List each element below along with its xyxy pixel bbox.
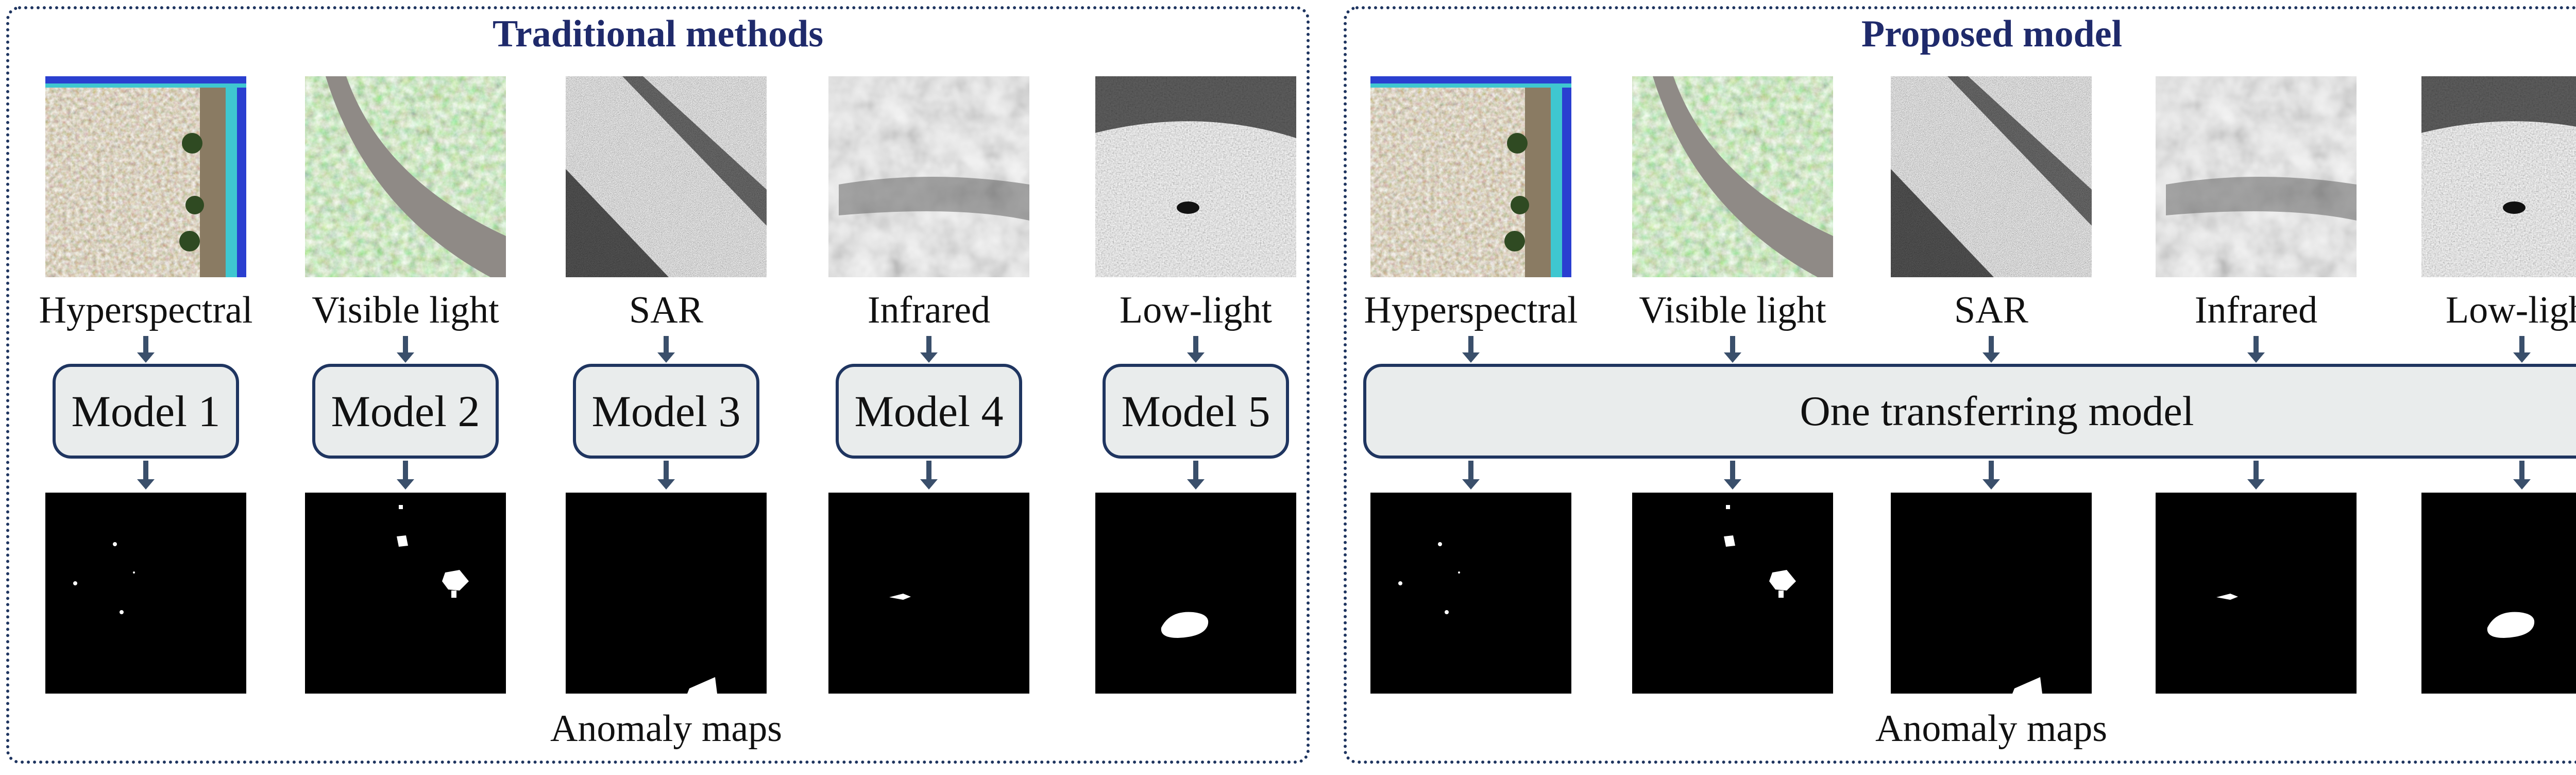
label-hyperspectral: Hyperspectral (1364, 289, 1578, 331)
traditional-methods-panel (6, 6, 1310, 764)
arrow-down (1982, 336, 2000, 363)
anomaly-map-hyperspectral (1370, 493, 1571, 694)
one-transferring-model-box: One transferring model (1363, 364, 2576, 459)
label-visible-light: Visible light (312, 289, 499, 331)
label-infrared: Infrared (867, 289, 991, 331)
label-sar: SAR (629, 289, 703, 331)
visible-light-image (305, 76, 506, 277)
anomaly-map-infrared (2156, 493, 2357, 694)
arrow-down (1462, 461, 1480, 490)
arrow-down (920, 336, 938, 363)
panel-title-proposed: Proposed model (1861, 13, 2123, 55)
infrared-image (2156, 76, 2357, 277)
label-low-light: Low-light (1120, 289, 1272, 331)
low-light-image (2421, 76, 2576, 277)
panel-title-traditional: Traditional methods (492, 13, 824, 55)
visible-light-image (1632, 76, 1833, 277)
anomaly-map-infrared (828, 493, 1029, 694)
arrow-down (137, 336, 155, 363)
anomaly-map-visible-light (1632, 493, 1833, 694)
anomaly-map-sar (566, 493, 767, 694)
label-visible-light: Visible light (1639, 289, 1826, 331)
model-5-box: Model 5 (1103, 364, 1289, 459)
arrow-down (1982, 461, 2000, 490)
anomaly-map-hyperspectral (45, 493, 246, 694)
arrow-down (2513, 461, 2531, 490)
label-infrared: Infrared (2194, 289, 2318, 331)
arrow-down (1462, 336, 1480, 363)
model-2-box: Model 2 (312, 364, 499, 459)
model-4-box: Model 4 (836, 364, 1022, 459)
anomaly-map-sar (1891, 493, 2092, 694)
arrow-down (2247, 461, 2265, 490)
caption-anomaly-maps-left: Anomaly maps (550, 707, 783, 750)
arrow-down (657, 336, 675, 363)
anomaly-map-visible-light (305, 493, 506, 694)
label-hyperspectral: Hyperspectral (39, 289, 253, 331)
anomaly-map-low-light (1095, 493, 1296, 694)
arrow-down (657, 461, 675, 490)
model-3-box: Model 3 (573, 364, 759, 459)
arrow-down (1724, 461, 1741, 490)
label-sar: SAR (1954, 289, 2028, 331)
arrow-down (1187, 461, 1205, 490)
sar-image (1891, 76, 2092, 277)
label-low-light: Low-light (2446, 289, 2576, 331)
infrared-image (828, 76, 1029, 277)
sar-image (566, 76, 767, 277)
hyperspectral-image (45, 76, 246, 277)
arrow-down (397, 461, 414, 490)
low-light-image (1095, 76, 1296, 277)
anomaly-map-low-light (2421, 493, 2576, 694)
arrow-down (1187, 336, 1205, 363)
arrow-down (2513, 336, 2531, 363)
arrow-down (137, 461, 155, 490)
proposed-model-panel (1344, 6, 2576, 764)
model-1-box: Model 1 (53, 364, 239, 459)
arrow-down (2247, 336, 2265, 363)
caption-anomaly-maps-right: Anomaly maps (1875, 707, 2108, 750)
arrow-down (397, 336, 414, 363)
arrow-down (920, 461, 938, 490)
arrow-down (1724, 336, 1741, 363)
hyperspectral-image (1370, 76, 1571, 277)
